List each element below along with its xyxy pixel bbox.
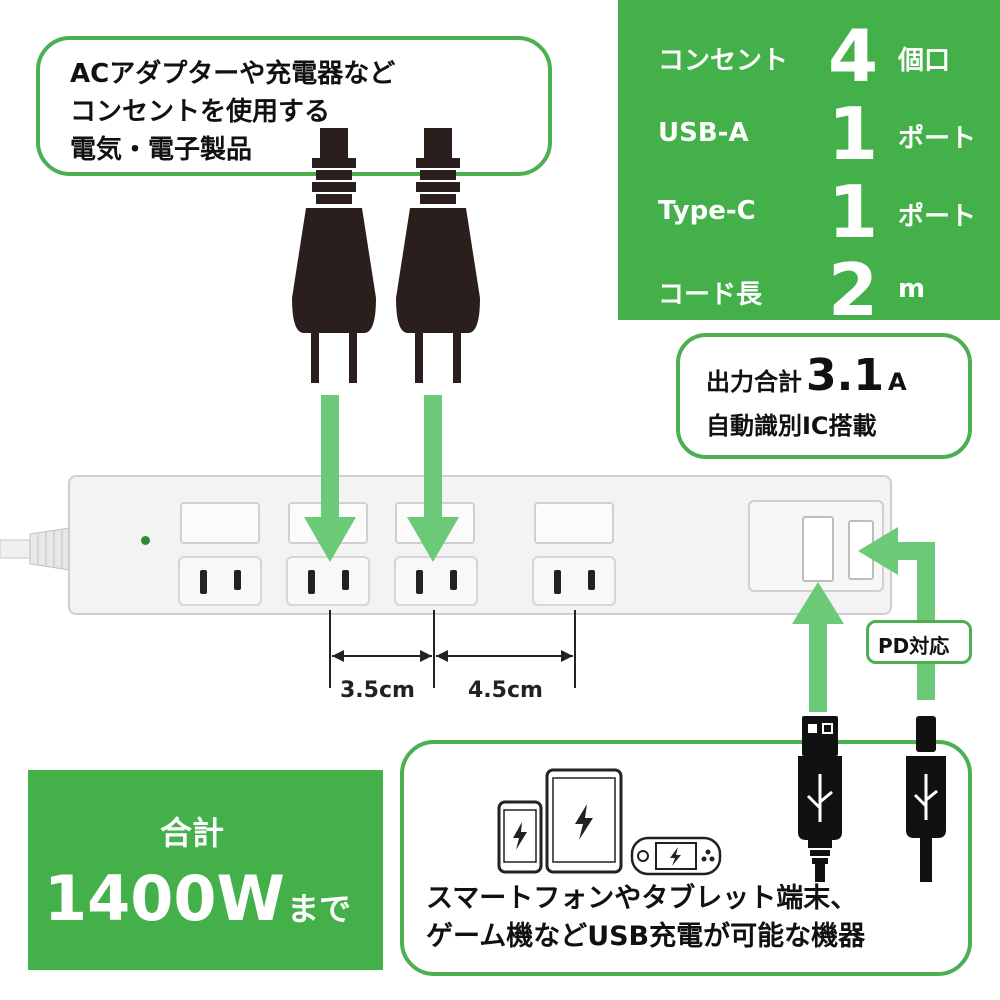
total-suffix: まで (286, 890, 351, 928)
plug-arrow-head (304, 517, 356, 562)
spec-label: USB-A (658, 118, 749, 148)
usb-c-plug-icon (906, 716, 946, 882)
total-label: 合計 (160, 814, 225, 852)
spec-row-outlets: コンセント 4 個口 (618, 14, 1000, 98)
plug-arrow-shaft (321, 395, 339, 523)
spec-unit: m (898, 274, 926, 304)
lightning-icon (670, 847, 681, 866)
spec-unit: ポート (898, 124, 977, 154)
devices-caption: スマートフォンやタブレット端末、 ゲーム機などUSB充電が可能な機器 (426, 880, 865, 956)
spec-row-cord-length: コード長 2 m (618, 248, 1000, 332)
devices-caption-line-2: ゲーム機などUSB充電が可能な機器 (426, 921, 866, 952)
spec-row-type-c: Type-C 1 ポート (618, 170, 1000, 254)
smartphone-icon (497, 800, 543, 874)
spec-label: コンセント (658, 46, 789, 76)
dimension-right-label: 4.5cm (468, 678, 543, 703)
lightning-icon (575, 804, 593, 840)
usb-a-port[interactable] (802, 516, 834, 582)
outlet-2[interactable] (286, 556, 370, 606)
spec-unit: ポート (898, 202, 977, 232)
outlet-1[interactable] (178, 556, 262, 606)
output-unit: A (887, 368, 907, 396)
devices-caption-line-1: スマートフォンやタブレット端末、 (426, 883, 858, 914)
appliance-line-2: コンセントを使用する (70, 97, 331, 127)
spec-label: Type-C (658, 196, 756, 226)
appliance-line-3: 電気・電子製品 (70, 135, 253, 165)
dimension-left-label: 3.5cm (340, 678, 415, 703)
power-led (141, 536, 150, 545)
output-value: 3.1 (806, 350, 884, 401)
pd-badge (866, 620, 972, 664)
usb-symbol-icon (913, 774, 938, 820)
outlet-3[interactable] (394, 556, 478, 606)
appliance-bubble (36, 36, 552, 176)
usb-a-arrow-head (792, 582, 844, 624)
power-cord (0, 527, 71, 571)
tablet-icon (545, 768, 623, 874)
switch-1[interactable] (180, 502, 260, 544)
pd-label: PD対応 (878, 634, 950, 658)
power-plug-icon (396, 128, 480, 383)
usb-a-arrow-shaft (809, 618, 827, 712)
spec-row-usb-a: USB-A 1 ポート (618, 92, 1000, 176)
usb-a-plug-icon (798, 716, 842, 882)
spec-value: 1 (828, 92, 879, 176)
power-plug-icon (292, 128, 376, 383)
spec-unit: 個口 (898, 46, 951, 76)
game-console-icon (630, 836, 722, 876)
plug-arrow-head (407, 517, 459, 562)
output-line-2: 自動識別IC搭載 (706, 412, 877, 440)
switch-4[interactable] (534, 502, 614, 544)
spec-value: 4 (828, 14, 879, 98)
spec-value: 2 (828, 248, 879, 332)
total-value-line: 1400Wまで (44, 862, 351, 935)
spec-panel: コンセント 4 個口 USB-A 1 ポート Type-C 1 ポート コード長… (618, 0, 1000, 330)
total-value: 1400W (44, 862, 285, 935)
lightning-icon (513, 822, 527, 850)
usb-symbol-icon (806, 774, 833, 822)
appliance-line-1: ACアダプターや充電器など (70, 59, 396, 89)
appliance-bubble-text: ACアダプターや充電器など コンセントを使用する 電気・電子製品 (70, 55, 395, 169)
type-c-arrow-head (858, 527, 898, 575)
outlet-4[interactable] (532, 556, 616, 606)
plug-arrow-shaft (424, 395, 442, 523)
output-prefix: 出力合計 (706, 368, 802, 396)
spec-value: 1 (828, 170, 879, 254)
spec-label: コード長 (658, 280, 763, 310)
total-wattage-panel (28, 770, 383, 970)
output-bubble (676, 333, 972, 459)
